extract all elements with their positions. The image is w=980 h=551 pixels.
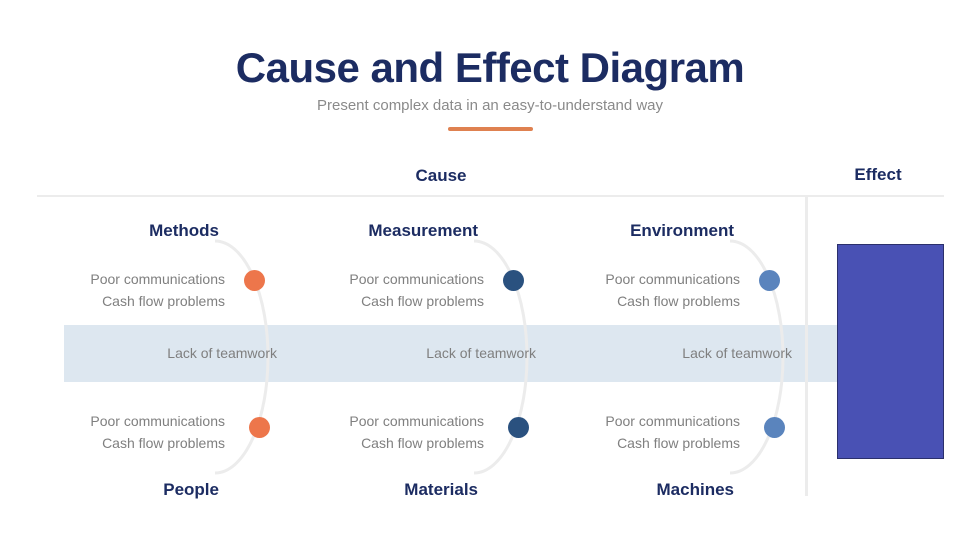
teamwork-label: Lack of teamwork [426,345,536,361]
teamwork-label: Lack of teamwork [167,345,277,361]
teamwork-band [64,325,837,382]
title-divider [448,127,533,131]
branch-item: Poor communications [349,271,484,287]
effect-box [837,244,944,459]
machines-dot [764,417,785,438]
branch-item: Poor communications [349,413,484,429]
branch-arc-left [214,239,270,475]
cause-effect-divider [805,196,808,496]
branch-title-people: People [163,480,219,499]
branch-item: Cash flow problems [617,435,740,451]
page-title: Cause and Effect Diagram [235,44,745,91]
branch-title-materials: Materials [404,480,478,499]
branch-item: Cash flow problems [361,293,484,309]
branch-title-machines: Machines [656,480,734,499]
branch-title-environment: Environment [630,221,734,240]
cause-label: Cause [415,166,467,185]
materials-dot [508,417,529,438]
branch-item: Poor communications [605,413,740,429]
branch-item: Poor communications [90,271,225,287]
branch-item: Cash flow problems [102,435,225,451]
branch-item: Cash flow problems [102,293,225,309]
effect-label: Effect [854,165,902,184]
page-subtitle: Present complex data in an easy-to-under… [316,97,664,114]
spine-line [37,195,944,197]
branch-arc-right [729,239,785,475]
branch-item: Cash flow problems [361,435,484,451]
branch-item: Poor communications [90,413,225,429]
branch-item: Cash flow problems [617,293,740,309]
methods-dot [244,270,265,291]
people-dot [249,417,270,438]
measurement-dot [503,270,524,291]
branch-title-methods: Methods [149,221,219,240]
teamwork-label: Lack of teamwork [682,345,792,361]
branch-arc-middle [473,239,529,475]
branch-title-measurement: Measurement [368,221,478,240]
environment-dot [759,270,780,291]
branch-item: Poor communications [605,271,740,287]
